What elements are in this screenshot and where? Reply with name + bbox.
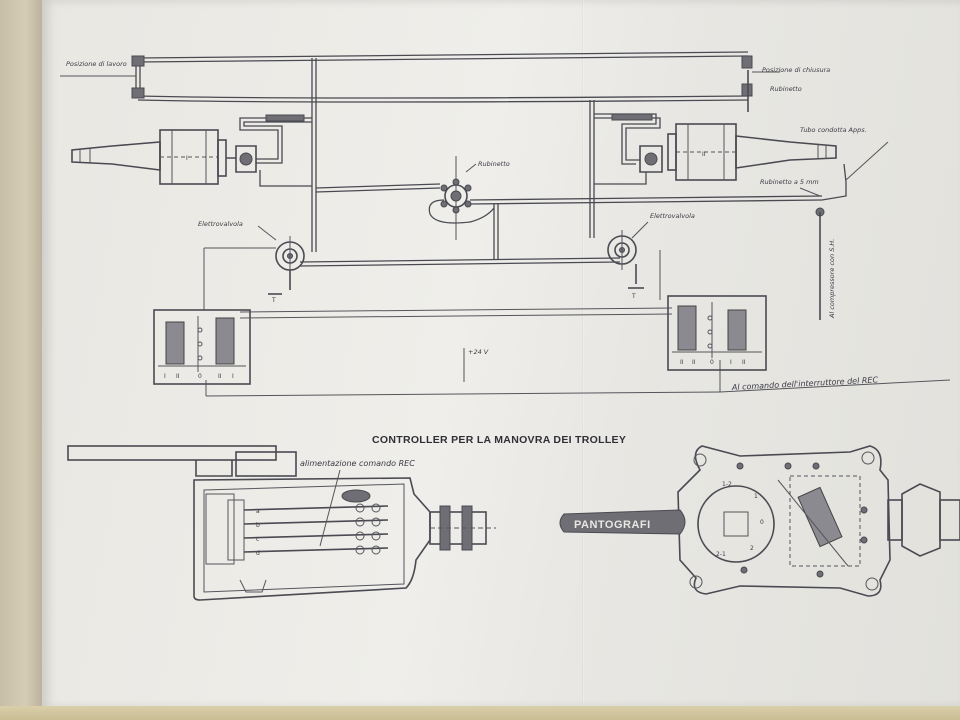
- right-pantograph-cylinder: II: [594, 113, 837, 185]
- cyl-right-mark: II: [702, 151, 706, 158]
- terminal-label: 0: [710, 359, 714, 366]
- left-end-valve: [60, 55, 145, 99]
- left-elettrovalvola: T: [257, 225, 305, 304]
- controller-section-view: [67, 445, 496, 601]
- position-2: 2: [750, 545, 754, 552]
- terminal-label: II: [742, 359, 746, 366]
- label-tubo-condotta: Tubo condotta Apps.: [800, 126, 867, 134]
- contact-label: c: [256, 536, 259, 543]
- right-feed-pipe: [799, 141, 889, 320]
- right-end-valve: [741, 55, 780, 112]
- terminal-label: II: [692, 359, 696, 366]
- right-elettrovalvola: T: [607, 221, 649, 300]
- left-relay-box: [153, 309, 251, 385]
- electrical-wiring: [203, 247, 951, 397]
- pantografi-plate-text: PANTOGRAFI: [574, 519, 651, 531]
- left-box-terminals: I II 0 II I: [164, 373, 234, 380]
- label-voltage: +24 V: [468, 348, 489, 356]
- ground-right: T: [631, 293, 636, 300]
- position-0: 0: [760, 519, 764, 526]
- position-1: 1: [754, 493, 758, 500]
- label-al-comando: Al comando dell'interruttore del REC: [731, 375, 879, 392]
- right-relay-box: [667, 295, 767, 371]
- cyl-left-mark: I: [186, 155, 188, 162]
- terminal-label: II: [218, 373, 222, 380]
- terminal-label: I: [232, 373, 234, 380]
- terminal-label: I: [164, 373, 166, 380]
- contact-label: d: [256, 550, 260, 557]
- desk-bottom-edge: [0, 706, 960, 720]
- label-rubinetto-top: Rubinetto: [770, 85, 802, 93]
- left-pantograph-cylinder: I: [71, 114, 312, 187]
- central-rubinetto: [428, 156, 495, 240]
- controller-top-view: [559, 445, 960, 597]
- position-1-2: 1-2: [722, 481, 732, 488]
- label-vertical-note: Al compressore con S.H.: [828, 239, 836, 319]
- terminal-label: II: [176, 373, 180, 380]
- right-box-terminals: II II 0 I II: [680, 359, 746, 366]
- terminal-label: 0: [198, 373, 202, 380]
- terminal-label: I: [730, 359, 732, 366]
- page-fold: [582, 0, 584, 708]
- contact-label: b: [256, 522, 260, 529]
- label-rubinetto-5mm: Rubinetto a 5 mm: [760, 178, 819, 186]
- section-title: CONTROLLER PER LA MANOVRA DEI TROLLEY: [372, 434, 626, 446]
- desk-left-edge: [0, 0, 42, 720]
- terminal-label: II: [680, 359, 684, 366]
- contact-letters: a b c d: [256, 508, 260, 557]
- label-rubinetto-center: Rubinetto: [478, 160, 510, 168]
- label-left-top: Posizione di lavoro: [66, 60, 127, 68]
- position-2-1: 2-1: [716, 551, 726, 558]
- drawing-sheet: [42, 0, 960, 708]
- terminal-screws: [355, 503, 381, 555]
- label-elettrovalvola-right: Elettrovalvola: [650, 212, 695, 220]
- main-air-pipes: [135, 51, 823, 267]
- ground-left: T: [271, 297, 276, 304]
- label-alimentazione: alimentazione comando REC: [300, 459, 415, 468]
- label-elettrovalvola-left: Elettrovalvola: [198, 220, 243, 228]
- label-right-top: Posizione di chiusura: [762, 66, 830, 74]
- contact-label: a: [256, 508, 260, 515]
